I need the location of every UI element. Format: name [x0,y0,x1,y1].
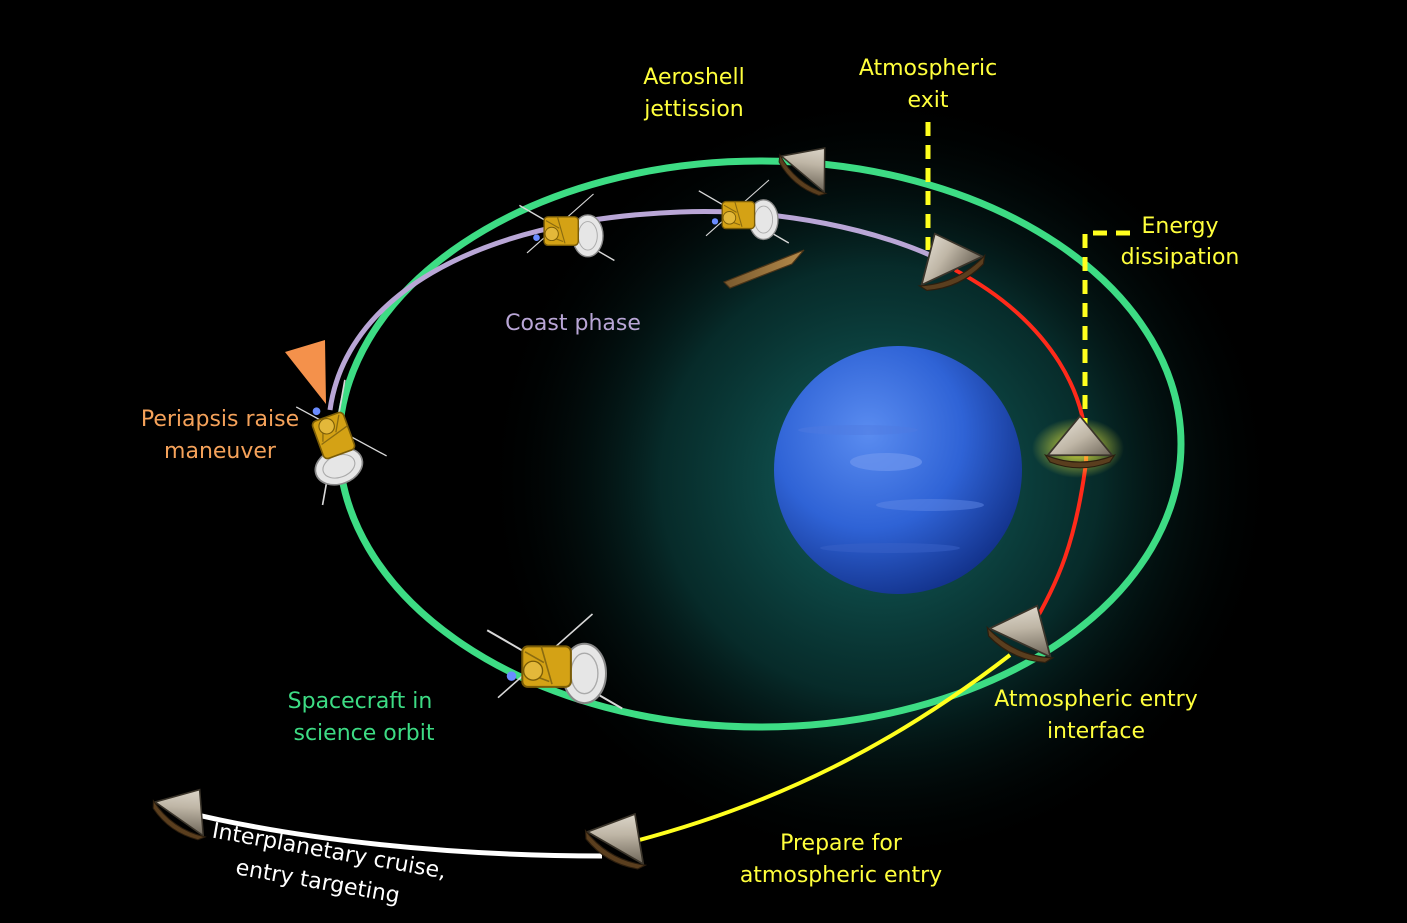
atmospheric-exit-label-1: Atmospheric [859,56,997,81]
entry-interface-label-2: interface [1047,719,1145,744]
energy-dissipation-label-1: Energy [1141,214,1218,239]
energy-dissipation-leader [1082,230,1130,425]
energy-dissipation-label-2: dissipation [1121,245,1240,270]
cruise-label-group: Interplanetary cruise, entry targeting [210,819,448,909]
atmospheric-exit-label-2: exit [908,88,949,113]
coast-phase-label: Coast phase [505,311,641,336]
entry-approach-path [619,653,1012,847]
science-orbit-label-1: Spacecraft in [288,689,433,714]
prepare-entry-label-1: Prepare for [780,831,903,856]
cruise-path [184,809,603,859]
heatshield-fragment-icon [722,249,805,289]
entry-interface-label-1: Atmospheric entry [994,687,1198,712]
neptune-planet-icon [774,346,1022,594]
prepare-entry-label-2: atmospheric entry [740,863,942,888]
orbiter-spacecraft-icon [284,374,396,506]
thruster-burn-cone-icon [285,340,326,404]
periapsis-raise-label-1: Periapsis raise [141,407,299,432]
periapsis-raise-label-2: maneuver [164,439,277,464]
aeroshell-jettison-label-2: jettission [643,97,743,122]
aeroshell-jettison-label-1: Aeroshell [643,65,744,90]
science-orbit-label-2: science orbit [294,721,435,746]
coast-phase-path [327,209,947,411]
